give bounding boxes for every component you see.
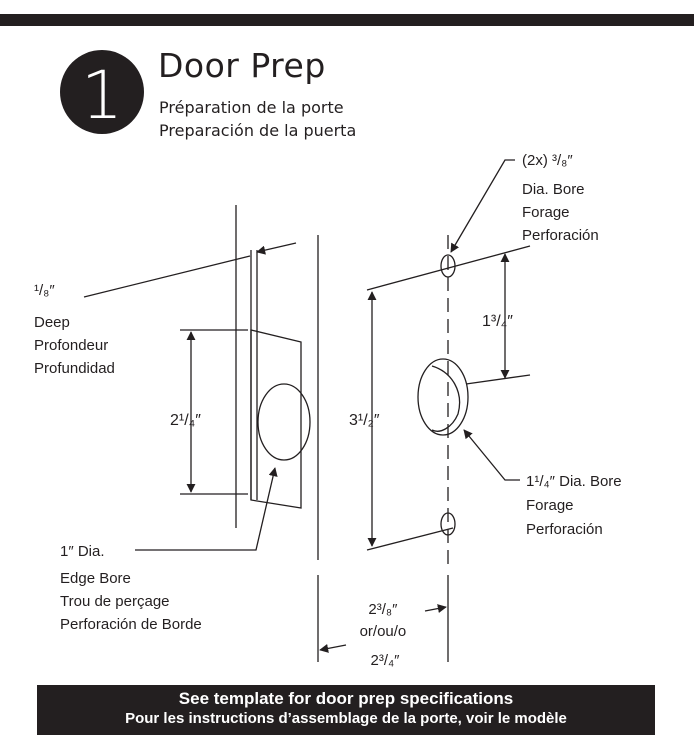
step-number: 1 [81, 57, 123, 134]
banner-line-french: Pour les instructions d’assemblage de la… [125, 710, 567, 727]
depth-label: ¹/₈″ Deep Profondeur Profundidad [34, 282, 115, 377]
top-small-bore [440, 254, 456, 278]
main-bore-label: 1¹/₄″ Dia. Bore Forage Perforación [526, 473, 626, 538]
subtitle-french: Préparation de la porte [159, 98, 344, 117]
depth-arrow [256, 242, 297, 255]
main-bore-circle [417, 358, 469, 436]
main-bore-leader [463, 429, 520, 481]
backset-label: 2³/₈″ or/ou/o 2³/₄″ [360, 601, 411, 669]
banner-line-english: See template for door prep specification… [178, 689, 514, 708]
step-number-badge: 1 [60, 50, 144, 134]
edge-plate-recess [250, 329, 302, 509]
backset-arrow [319, 643, 347, 653]
bottom-ref-line [366, 527, 454, 551]
top-bar [0, 14, 694, 26]
mid-ref-line [465, 374, 531, 385]
backset-arrow-right [424, 604, 447, 614]
subtitle-spanish: Preparación de la puerta [159, 121, 357, 140]
edge-bore-leader [135, 467, 278, 551]
edge-bore-label: 1″ Dia. Edge Bore Trou de perçage Perfor… [60, 543, 202, 633]
small-bore-label: (2x) ³/₈″ Dia. Bore Forage Perforación [522, 152, 599, 244]
height-214-label: 2¹/₄″ [170, 412, 201, 429]
bottom-small-bore [440, 512, 456, 536]
spacing-312-label: 3¹/₂″ [349, 412, 380, 429]
edge-bore-circle [257, 383, 311, 461]
main-bore-inner-curve [431, 365, 461, 432]
spacing-134-label: 1³/₄″ [482, 313, 513, 330]
instructions-banner: See template for door prep specification… [37, 685, 655, 735]
small-bore-leader [450, 159, 515, 253]
page-title: Door Prep [158, 46, 326, 85]
depth-leader [83, 255, 251, 298]
